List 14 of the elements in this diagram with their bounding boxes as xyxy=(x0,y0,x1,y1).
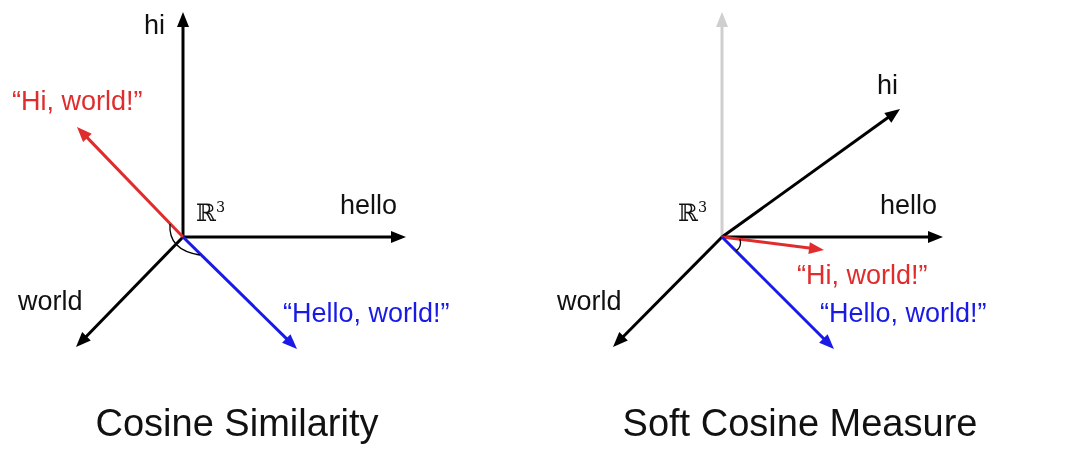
caption: Cosine Similarity xyxy=(95,404,379,442)
axis-label: hello xyxy=(880,192,938,219)
space-label: ℝ$^{3}$ xyxy=(196,200,226,225)
axis-label: world xyxy=(557,288,622,315)
vector-label: “Hello, world!” xyxy=(283,300,450,327)
vector-label: “Hi, world!” xyxy=(797,262,928,289)
axis-label: hello xyxy=(340,192,398,219)
space-label: ℝ$^{3}$ xyxy=(678,200,708,225)
caption: Soft Cosine Measure xyxy=(622,404,978,442)
axis-label: hi xyxy=(144,12,165,39)
axis-label: hi xyxy=(877,72,898,99)
vector-label: “Hello, world!” xyxy=(820,300,987,327)
axis-label: world xyxy=(18,288,83,315)
vector-label: “Hi, world!” xyxy=(12,88,143,115)
